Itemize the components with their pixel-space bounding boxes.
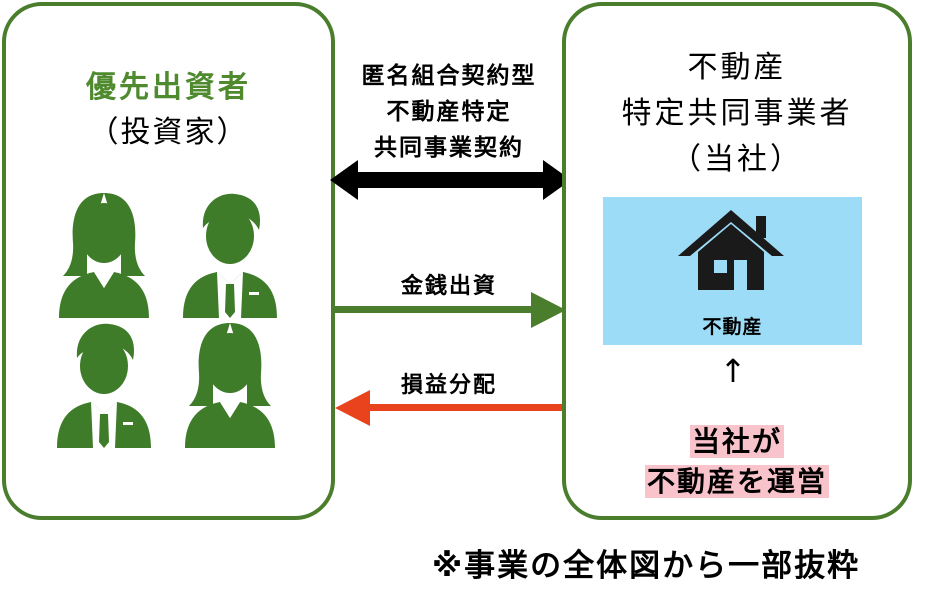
investment-arrow xyxy=(333,292,566,328)
distribution-label: 損益分配 xyxy=(400,373,497,398)
operates-line-1: 当社が xyxy=(566,420,908,460)
up-arrow: ↑ xyxy=(719,352,747,390)
contract-double-arrow xyxy=(330,160,571,200)
house-icon xyxy=(678,210,784,290)
company-title-line-3: （当社） xyxy=(671,142,803,177)
female-investor-icon xyxy=(59,193,149,318)
female-investor-icon xyxy=(185,323,275,448)
contract-line-3: 共同事業契約 xyxy=(374,135,524,161)
property-label: 不動産 xyxy=(702,316,763,338)
operates-line-2-text: 不動産を運営 xyxy=(644,465,829,498)
investor-box xyxy=(2,2,335,520)
investor-subtitle: （投資家） xyxy=(88,115,249,150)
distribution-arrow xyxy=(335,390,568,426)
male-investor-icon xyxy=(57,323,151,448)
investment-label: 金銭出資 xyxy=(400,274,497,299)
company-title-line-2: 特定共同事業者 xyxy=(621,96,853,131)
company-title-line-1: 不動産 xyxy=(687,50,787,85)
male-investor-icon xyxy=(183,193,277,318)
investor-figures xyxy=(57,193,277,448)
investor-title: 優先出資者 xyxy=(86,70,251,105)
operates-line-2: 不動産を運営 xyxy=(566,460,908,500)
contract-line-1: 匿名組合契約型 xyxy=(361,63,537,89)
operates-line-1-text: 当社が xyxy=(689,425,784,458)
contract-line-2: 不動産特定 xyxy=(386,99,512,125)
footnote: ※事業の全体図から一部抜粋 xyxy=(432,548,861,584)
